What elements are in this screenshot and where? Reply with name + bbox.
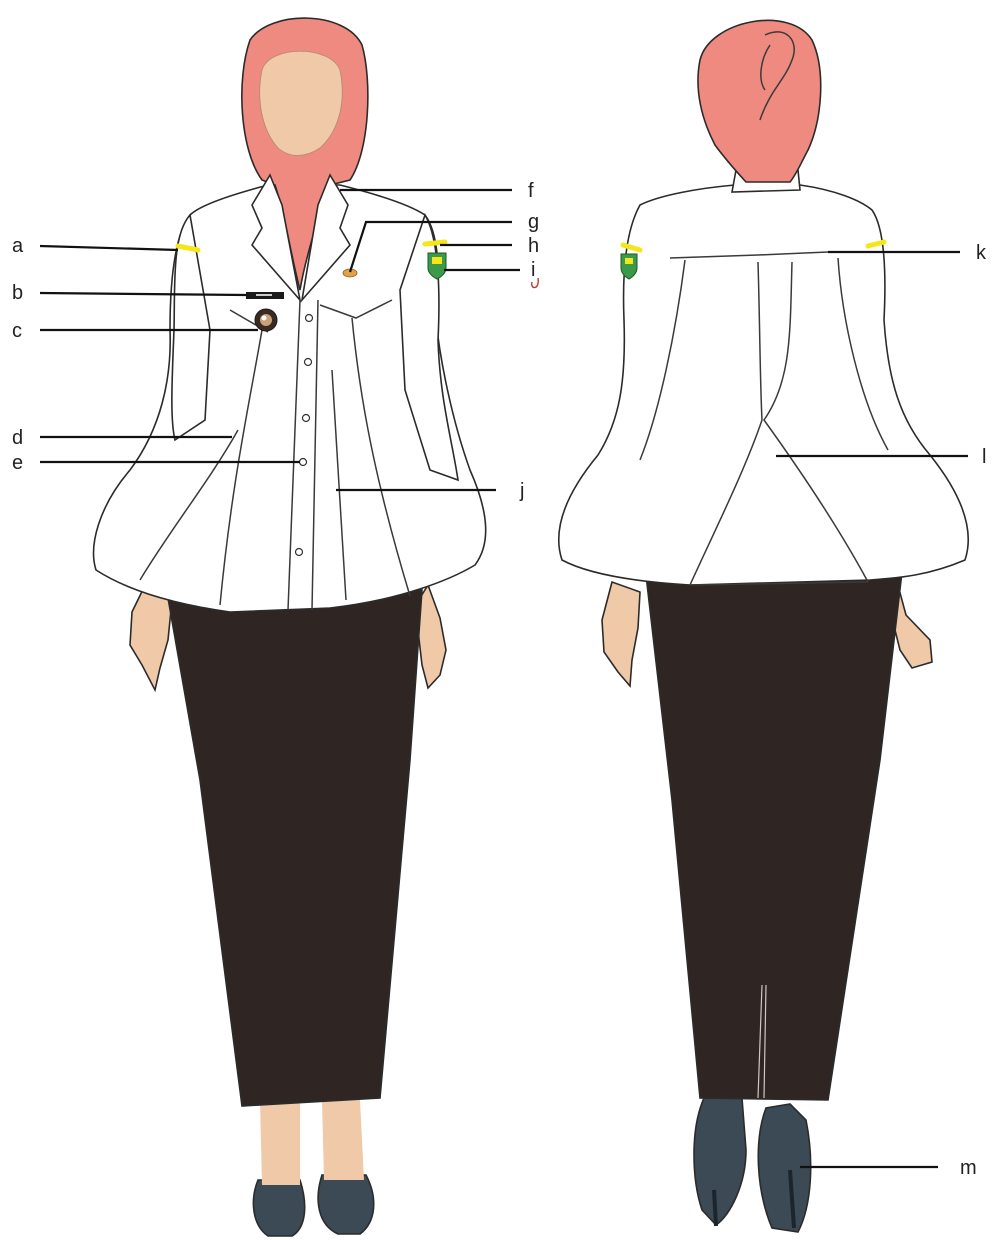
back-view bbox=[559, 20, 969, 1232]
front-skirt bbox=[168, 590, 422, 1106]
button bbox=[306, 315, 313, 322]
front-left-shoe bbox=[253, 1180, 304, 1236]
front-left-leg bbox=[260, 1100, 300, 1185]
back-blouse bbox=[559, 185, 969, 585]
name-tag-text-strip bbox=[256, 294, 272, 296]
back-skirt bbox=[646, 572, 902, 1100]
label-j: j bbox=[519, 480, 524, 502]
button bbox=[303, 415, 310, 422]
label-g: g bbox=[528, 211, 539, 233]
label-b: b bbox=[12, 282, 23, 304]
back-left-shoe bbox=[694, 1098, 746, 1225]
label-m: m bbox=[960, 1157, 977, 1179]
button bbox=[296, 549, 303, 556]
front-right-epaulette bbox=[425, 242, 445, 244]
label-f: f bbox=[528, 180, 534, 202]
label-c: c bbox=[12, 320, 22, 342]
front-view bbox=[94, 18, 486, 1236]
label-e: e bbox=[12, 452, 23, 474]
label-a: a bbox=[12, 235, 24, 257]
front-right-shoe bbox=[318, 1175, 374, 1234]
label-k: k bbox=[976, 242, 987, 264]
label-l: l bbox=[982, 446, 986, 468]
label-h: h bbox=[528, 235, 539, 257]
label-i: i bbox=[531, 259, 535, 281]
korpri-pin bbox=[255, 309, 277, 331]
back-left-hand bbox=[602, 582, 640, 686]
right-hand bbox=[418, 585, 446, 688]
front-arm-badge bbox=[428, 253, 446, 279]
leader-a bbox=[40, 246, 178, 250]
back-head bbox=[698, 20, 821, 182]
label-d: d bbox=[12, 427, 23, 449]
back-left-heel bbox=[714, 1190, 716, 1226]
button bbox=[300, 459, 307, 466]
front-right-leg bbox=[322, 1100, 364, 1180]
button bbox=[305, 359, 312, 366]
